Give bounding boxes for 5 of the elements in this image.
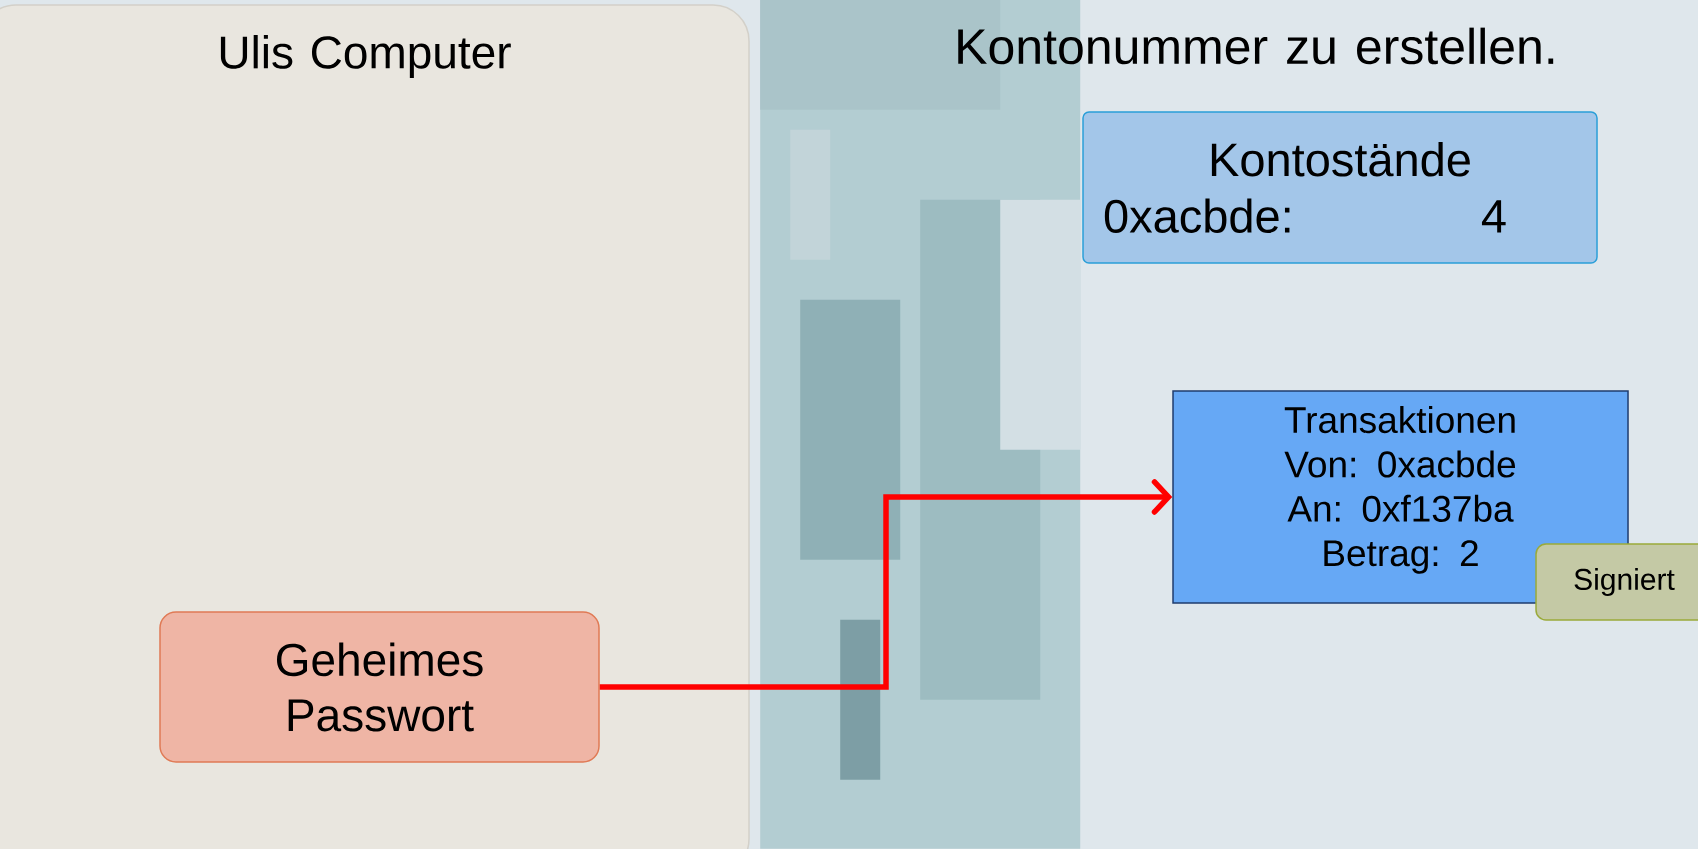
arrow: [599, 479, 1173, 690]
signed-badge: Signiert: [1535, 543, 1698, 621]
process-box: Geheimes Passwort: [159, 611, 600, 763]
note-text: Kontonummer zu erstellen.: [958, 27, 1554, 65]
balance-box: Kontostände 0xacbde: 4: [1082, 111, 1598, 264]
